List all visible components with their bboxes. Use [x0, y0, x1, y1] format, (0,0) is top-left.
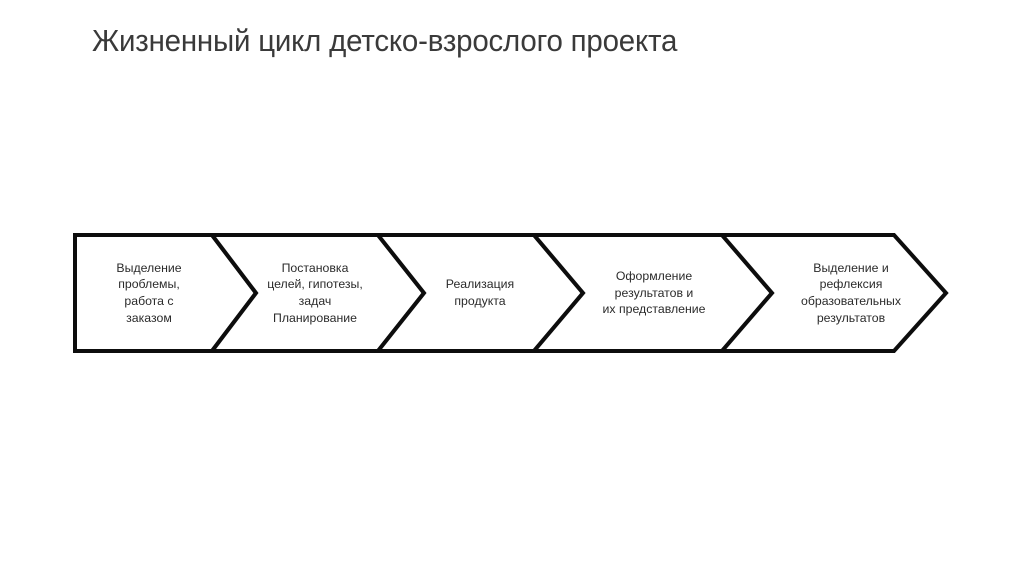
chevron-stage-4-label: Оформление результатов и их представлени…: [602, 269, 706, 317]
chevron-stage-2-label: Постановка целей, гипотезы, задач Планир…: [267, 260, 363, 325]
page-title: Жизненный цикл детско-взрослого проекта: [92, 23, 678, 58]
chevron-stage-1-label: Выделение проблемы, работа с заказом: [116, 260, 182, 325]
chevron-stage-3-label: Реализация продукта: [445, 277, 515, 308]
chevron-stage-5-label: Выделение и рефлексия образовательных ре…: [800, 260, 901, 325]
chevron-stage-5[interactable]: [717, 233, 949, 353]
